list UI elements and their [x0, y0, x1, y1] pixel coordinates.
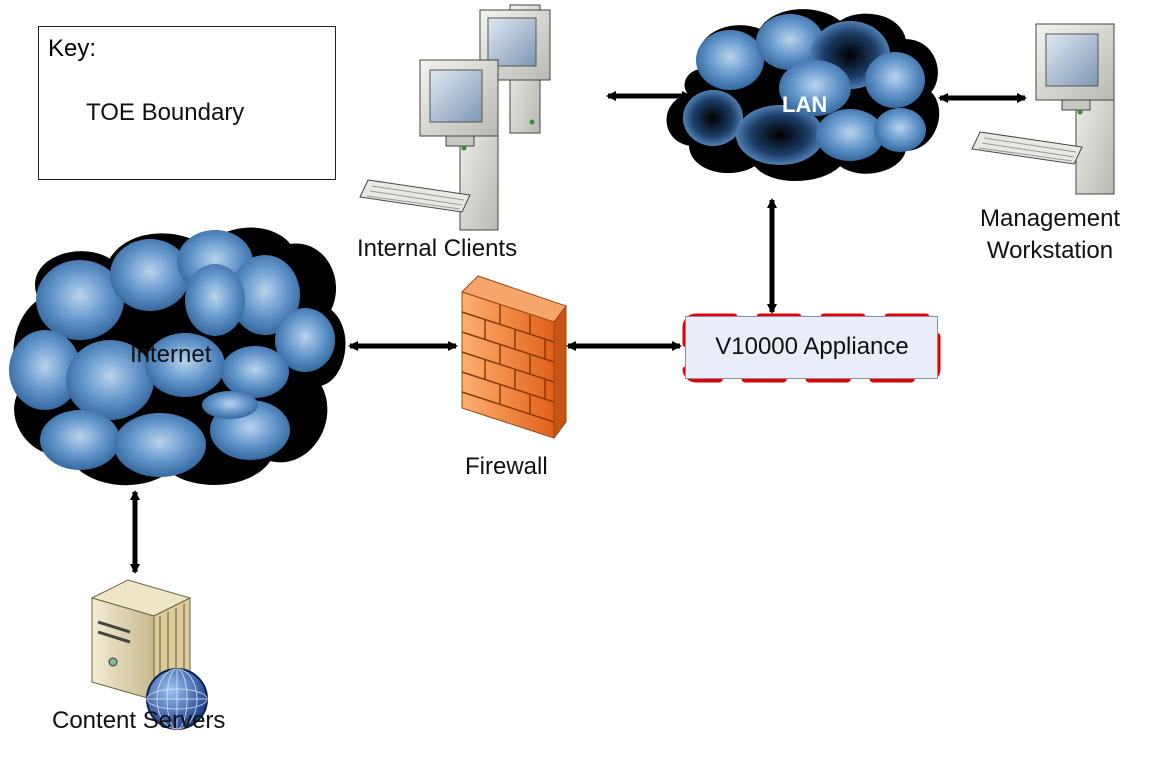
key-legend-box: Key:: [38, 26, 336, 180]
content-servers-label: Content Servers: [52, 707, 226, 734]
internal-clients-computers-icon: [359, 4, 551, 231]
internet-label: Internet: [130, 341, 212, 368]
lan-cloud-icon: [666, 9, 940, 181]
management-workstation-computer-icon: [971, 23, 1115, 195]
firewall-icon: [461, 275, 567, 440]
globe-icon: [146, 668, 208, 730]
firewall-label: Firewall: [465, 453, 548, 480]
v10000-appliance-box: [685, 316, 938, 379]
key-title: Key:: [48, 35, 97, 62]
management-workstation-label-line1: Management: [980, 205, 1121, 232]
internal-clients-label: Internal Clients: [357, 235, 518, 262]
management-workstation-label-line2: Workstation: [986, 237, 1114, 264]
lan-label: LAN: [782, 92, 828, 117]
key-toe-boundary-label: TOE Boundary: [86, 99, 245, 126]
internet-cloud-icon: [9, 227, 346, 486]
connection-arrows: [130, 91, 1027, 574]
v10000-appliance-label: V10000 Appliance: [715, 333, 909, 360]
